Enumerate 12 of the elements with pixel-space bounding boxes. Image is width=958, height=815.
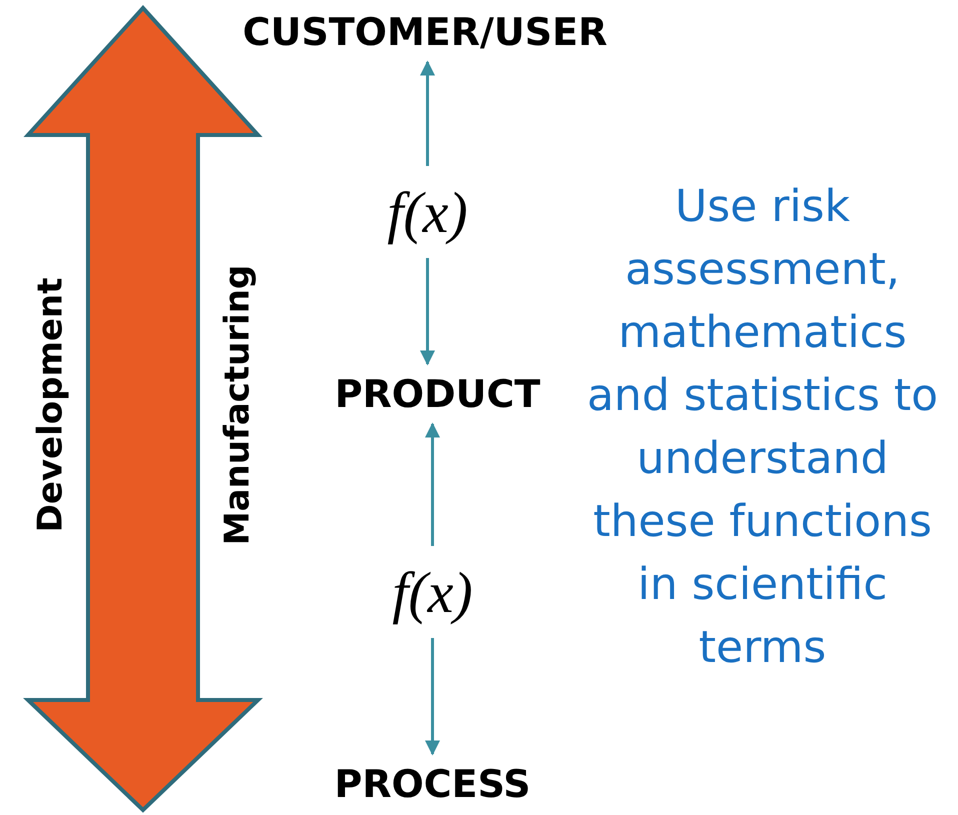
function-label: f(x) (355, 172, 500, 252)
axis-label: Development (30, 278, 70, 532)
node-label: PROCESS (315, 758, 550, 810)
arrow (425, 638, 440, 756)
node-label: PRODUCT (310, 368, 565, 420)
arrow (420, 60, 435, 166)
note-text: Use risk assessment, mathematics and statistics to understand these functions in scientific terms (586, 180, 940, 675)
arrow (425, 422, 440, 546)
function-label: f(x) (360, 552, 505, 632)
axis-label: Manufacturing (216, 264, 257, 546)
arrow (420, 258, 435, 366)
node-label: CUSTOMER/USER (200, 6, 650, 58)
